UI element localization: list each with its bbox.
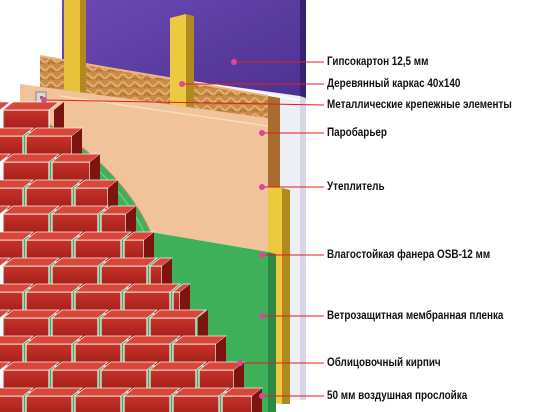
leader-insulation-dot <box>259 184 265 190</box>
leader-wood-frame-dot <box>179 81 185 87</box>
callout-leaders <box>41 59 325 399</box>
leader-wind-membrane-dot <box>259 313 265 319</box>
brick <box>73 283 133 315</box>
brick <box>73 231 133 263</box>
leader-vapor-barrier-dot <box>259 130 265 136</box>
brick <box>197 361 246 393</box>
brick-side <box>234 362 244 392</box>
brick <box>1 101 61 133</box>
brick <box>0 127 35 159</box>
brick <box>0 101 12 133</box>
brick-side <box>162 258 172 288</box>
brick <box>99 257 159 289</box>
brick <box>0 283 35 315</box>
leader-drywall-dot <box>231 59 237 65</box>
label-air-gap: 50 мм воздушная прослойка <box>327 390 468 402</box>
label-metal-fasteners: Металлические крепежные элементы <box>327 99 512 111</box>
leader-metal-fasteners <box>43 99 325 106</box>
brick-side <box>54 102 64 132</box>
brick <box>73 179 120 211</box>
brick <box>1 205 61 237</box>
brick <box>0 179 35 211</box>
brick-side <box>198 310 208 340</box>
brick-side <box>252 388 262 412</box>
brick <box>99 361 159 393</box>
brick <box>24 283 84 315</box>
label-wood-frame: Деревянный каркас 40х140 <box>327 78 461 90</box>
brick <box>24 387 84 412</box>
brick <box>0 231 35 263</box>
brick <box>1 153 61 185</box>
brick <box>50 361 110 393</box>
brick-side <box>90 154 100 184</box>
brick <box>122 283 182 315</box>
brick <box>0 361 12 393</box>
brick-side <box>72 128 82 158</box>
brick <box>0 335 35 367</box>
brick-side <box>126 206 136 236</box>
brick-side <box>216 336 226 366</box>
brick <box>220 387 264 412</box>
brick <box>1 361 61 393</box>
brick <box>148 309 208 341</box>
brick <box>0 387 35 412</box>
brick <box>50 257 110 289</box>
brick <box>122 387 182 412</box>
leader-air-gap-dot <box>259 393 265 399</box>
leader-facing-brick-dot <box>237 360 243 366</box>
brick <box>0 153 12 185</box>
label-osb: Влагостойкая фанера OSB-12 мм <box>327 249 491 261</box>
brick <box>73 335 133 367</box>
brick-side <box>108 180 118 210</box>
brick <box>0 309 12 341</box>
label-vapor-barrier: Паробарьер <box>327 127 387 139</box>
brick-side <box>144 232 154 262</box>
brick <box>1 309 61 341</box>
brick <box>73 387 133 412</box>
label-wind-membrane: Ветрозащитная мембранная пленка <box>327 310 504 322</box>
facing-brick-wall <box>0 101 264 412</box>
label-facing-brick: Облицовочный кирпич <box>327 357 441 369</box>
brick <box>0 257 12 289</box>
brick <box>24 231 84 263</box>
brick <box>50 153 102 185</box>
leader-metal-fasteners-dot <box>41 97 47 103</box>
label-insulation: Утеплитель <box>327 181 385 193</box>
leader-osb-dot <box>259 252 265 258</box>
brick-side <box>180 284 190 314</box>
brick <box>171 387 231 412</box>
label-drywall: Гипсокартон 12,5 мм <box>327 56 429 68</box>
brick <box>0 205 12 237</box>
